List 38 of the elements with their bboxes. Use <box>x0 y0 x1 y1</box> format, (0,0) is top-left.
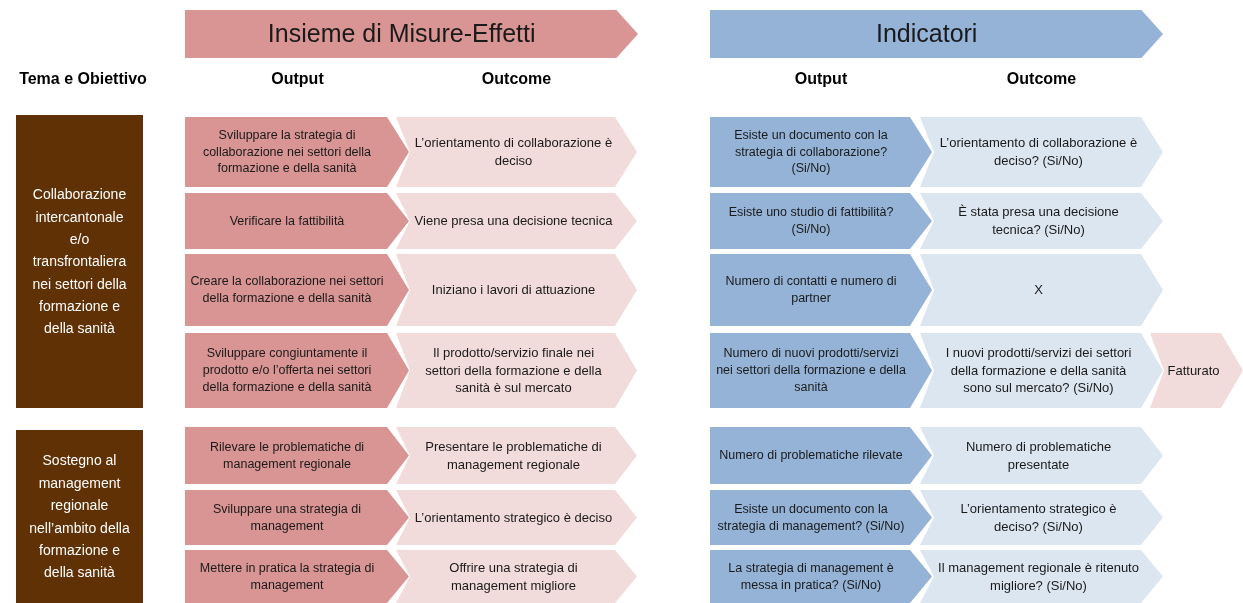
header-banner: Indicatori <box>710 10 1163 58</box>
step-box: Sviluppare la strategia di collaborazione nei settori della formazione e della sanità <box>185 117 409 187</box>
step-box: Numero di contatti e numero di partner <box>710 254 932 326</box>
step-box: L’orientamento strategico è deciso <box>396 490 637 545</box>
step-box: X <box>920 254 1163 326</box>
header-banner: Insieme di Misure-Effetti <box>185 10 638 58</box>
column-heading: Tema e Obiettivo <box>18 70 148 88</box>
step-box: Fatturato <box>1150 333 1243 408</box>
step-box: Mettere in pratica la strategia di management <box>185 550 409 603</box>
step-box: Numero di nuovi prodotti/servizi nei settori della formazione e della sanità <box>710 333 932 408</box>
step-box: Numero di problematiche rilevate <box>710 427 932 484</box>
topic-box: Collaborazione intercantonale e/o transfrontaliera nei settori della formazione e della sanità <box>16 115 143 408</box>
step-box: Sviluppare una strategia di management <box>185 490 409 545</box>
step-box: Esiste uno studio di fattibilità? (Si/No) <box>710 193 932 249</box>
step-box: Presentare le problematiche di management regionale <box>396 427 637 484</box>
step-box: Rilevare le problematiche di management regionale <box>185 427 409 484</box>
step-box: Il management regionale è ritenuto migliore? (Si/No) <box>920 550 1163 603</box>
step-box: Offrire una strategia di management migliore <box>396 550 637 603</box>
step-box: È stata presa una decisione tecnica? (Si/No) <box>920 193 1163 249</box>
step-box: Numero di problematiche presentate <box>920 427 1163 484</box>
step-box: Esiste un documento con la strategia di collaborazione? (Si/No) <box>710 117 932 187</box>
step-box: Esiste un documento con la strategia di management? (Si/No) <box>710 490 932 545</box>
step-box: Sviluppare congiuntamente il prodotto e/o l’offerta nei settori della formazione e della sanità <box>185 333 409 408</box>
step-box: La strategia di management è messa in pratica? (Si/No) <box>710 550 932 603</box>
step-box: Iniziano i lavori di attuazione <box>396 254 637 326</box>
topic-box: Sostegno al management regionale nell’ambito della formazione e della sanità <box>16 430 143 603</box>
column-heading: Outcome <box>480 70 553 88</box>
step-box: L’orientamento di collaborazione è deciso <box>396 117 637 187</box>
step-box: L’orientamento di collaborazione è deciso? (Si/No) <box>920 117 1163 187</box>
column-heading: Outcome <box>1005 70 1078 88</box>
step-box: L’orientamento strategico è deciso? (Si/No) <box>920 490 1163 545</box>
step-box: Il prodotto/servizio finale nei settori della formazione e della sanità è sul mercato <box>396 333 637 408</box>
step-box: Viene presa una decisione tecnica <box>396 193 637 249</box>
column-heading: Output <box>793 70 849 88</box>
column-heading: Output <box>270 70 325 88</box>
step-box: Creare la collaborazione nei settori della formazione e della sanità <box>185 254 409 326</box>
step-box: I nuovi prodotti/servizi dei settori della formazione e della sanità sono sul mercato? (Si/No) <box>920 333 1163 408</box>
step-box: Verificare la fattibilità <box>185 193 409 249</box>
